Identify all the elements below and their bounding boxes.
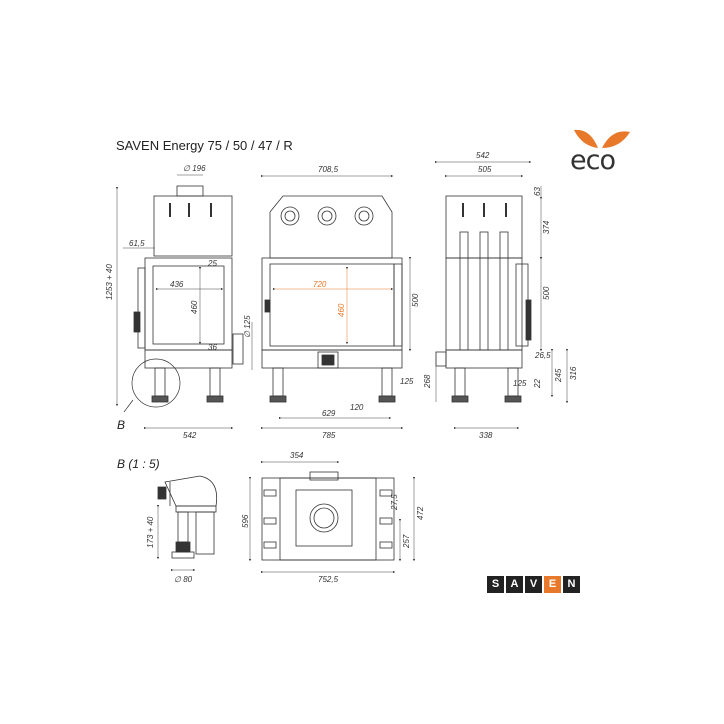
front-dimensions — [251, 174, 412, 430]
dim-right-bottom: 338 — [479, 431, 493, 440]
dim-glass-height: 460 — [337, 303, 346, 317]
detail-b-dimensions — [156, 504, 196, 572]
dim-small-top: 25 — [207, 259, 217, 268]
dim-plan-right-c: 27,5 — [390, 494, 399, 511]
front-view — [261, 195, 403, 403]
plan-view — [261, 471, 395, 561]
dim-front-top-width: 708,5 — [318, 165, 339, 174]
dim-offset: 61,5 — [129, 239, 145, 248]
dim-front-total-width: 785 — [322, 431, 336, 440]
dim-small-bottom: 36 — [208, 343, 217, 352]
dim-plan-right-a: 472 — [416, 506, 425, 520]
dim-right-top-total: 542 — [476, 151, 490, 160]
dim-right-h63: 63 — [533, 187, 542, 196]
dim-foot: 125 — [400, 377, 414, 386]
dim-leg-span: 629 — [322, 409, 336, 418]
detail-b-view — [157, 475, 218, 559]
side-view-left — [123, 185, 244, 413]
dim-front-side-height: 500 — [411, 293, 420, 307]
side-left-dimensions — [115, 174, 234, 430]
logo-letter: A — [506, 576, 523, 593]
saven-logo: S A V E N — [487, 576, 582, 593]
dim-right-h374: 374 — [542, 220, 551, 234]
side-right-dimensions — [434, 160, 569, 430]
dim-front-pipe: ∅ 125 — [243, 315, 252, 338]
dim-right-h268: 268 — [423, 374, 432, 389]
dim-inner-height: 460 — [190, 300, 199, 314]
dim-right-h316: 316 — [569, 366, 578, 380]
eco-leaf-icon — [574, 129, 630, 148]
plan-dimensions — [248, 460, 416, 574]
dim-detail-height: 173 + 40 — [146, 516, 155, 548]
detail-title-label: B (1 : 5) — [117, 457, 160, 471]
logo-letter: S — [487, 576, 504, 593]
dim-right-h26: 26,5 — [534, 351, 551, 360]
eco-logo-text: eco — [570, 145, 616, 176]
drawing-title: SAVEN Energy 75 / 50 / 47 / R — [116, 138, 293, 153]
front-glass-dimensions — [272, 266, 394, 345]
dim-inner-depth: 436 — [170, 280, 184, 289]
dim-plan-depth: 596 — [241, 514, 250, 528]
dim-right-h22: 22 — [533, 379, 542, 389]
logo-letter: V — [525, 576, 542, 593]
dim-right-h125: 125 — [513, 379, 527, 388]
dim-plan-top: 354 — [290, 451, 304, 460]
dim-side-width: 542 — [183, 431, 197, 440]
dim-detail-foot: ∅ 80 — [174, 575, 193, 584]
dim-leg-offset: 120 — [350, 403, 364, 412]
detail-callout-label: B — [117, 418, 126, 432]
dim-plan-right-b: 257 — [402, 534, 411, 549]
dim-right-h500: 500 — [542, 286, 551, 300]
dim-total-height: 1253 + 40 — [105, 264, 114, 300]
dim-glass-width: 720 — [313, 280, 327, 289]
dim-plan-width: 752,5 — [318, 575, 339, 584]
dim-pipe-diameter: ∅ 196 — [183, 164, 206, 173]
side-view-right — [435, 195, 532, 403]
dim-right-top-inner: 505 — [478, 165, 492, 174]
flue-collar-left — [176, 185, 204, 197]
dim-right-h245: 245 — [554, 368, 563, 383]
logo-letter: N — [563, 576, 580, 593]
logo-letter-accent: E — [544, 576, 561, 593]
